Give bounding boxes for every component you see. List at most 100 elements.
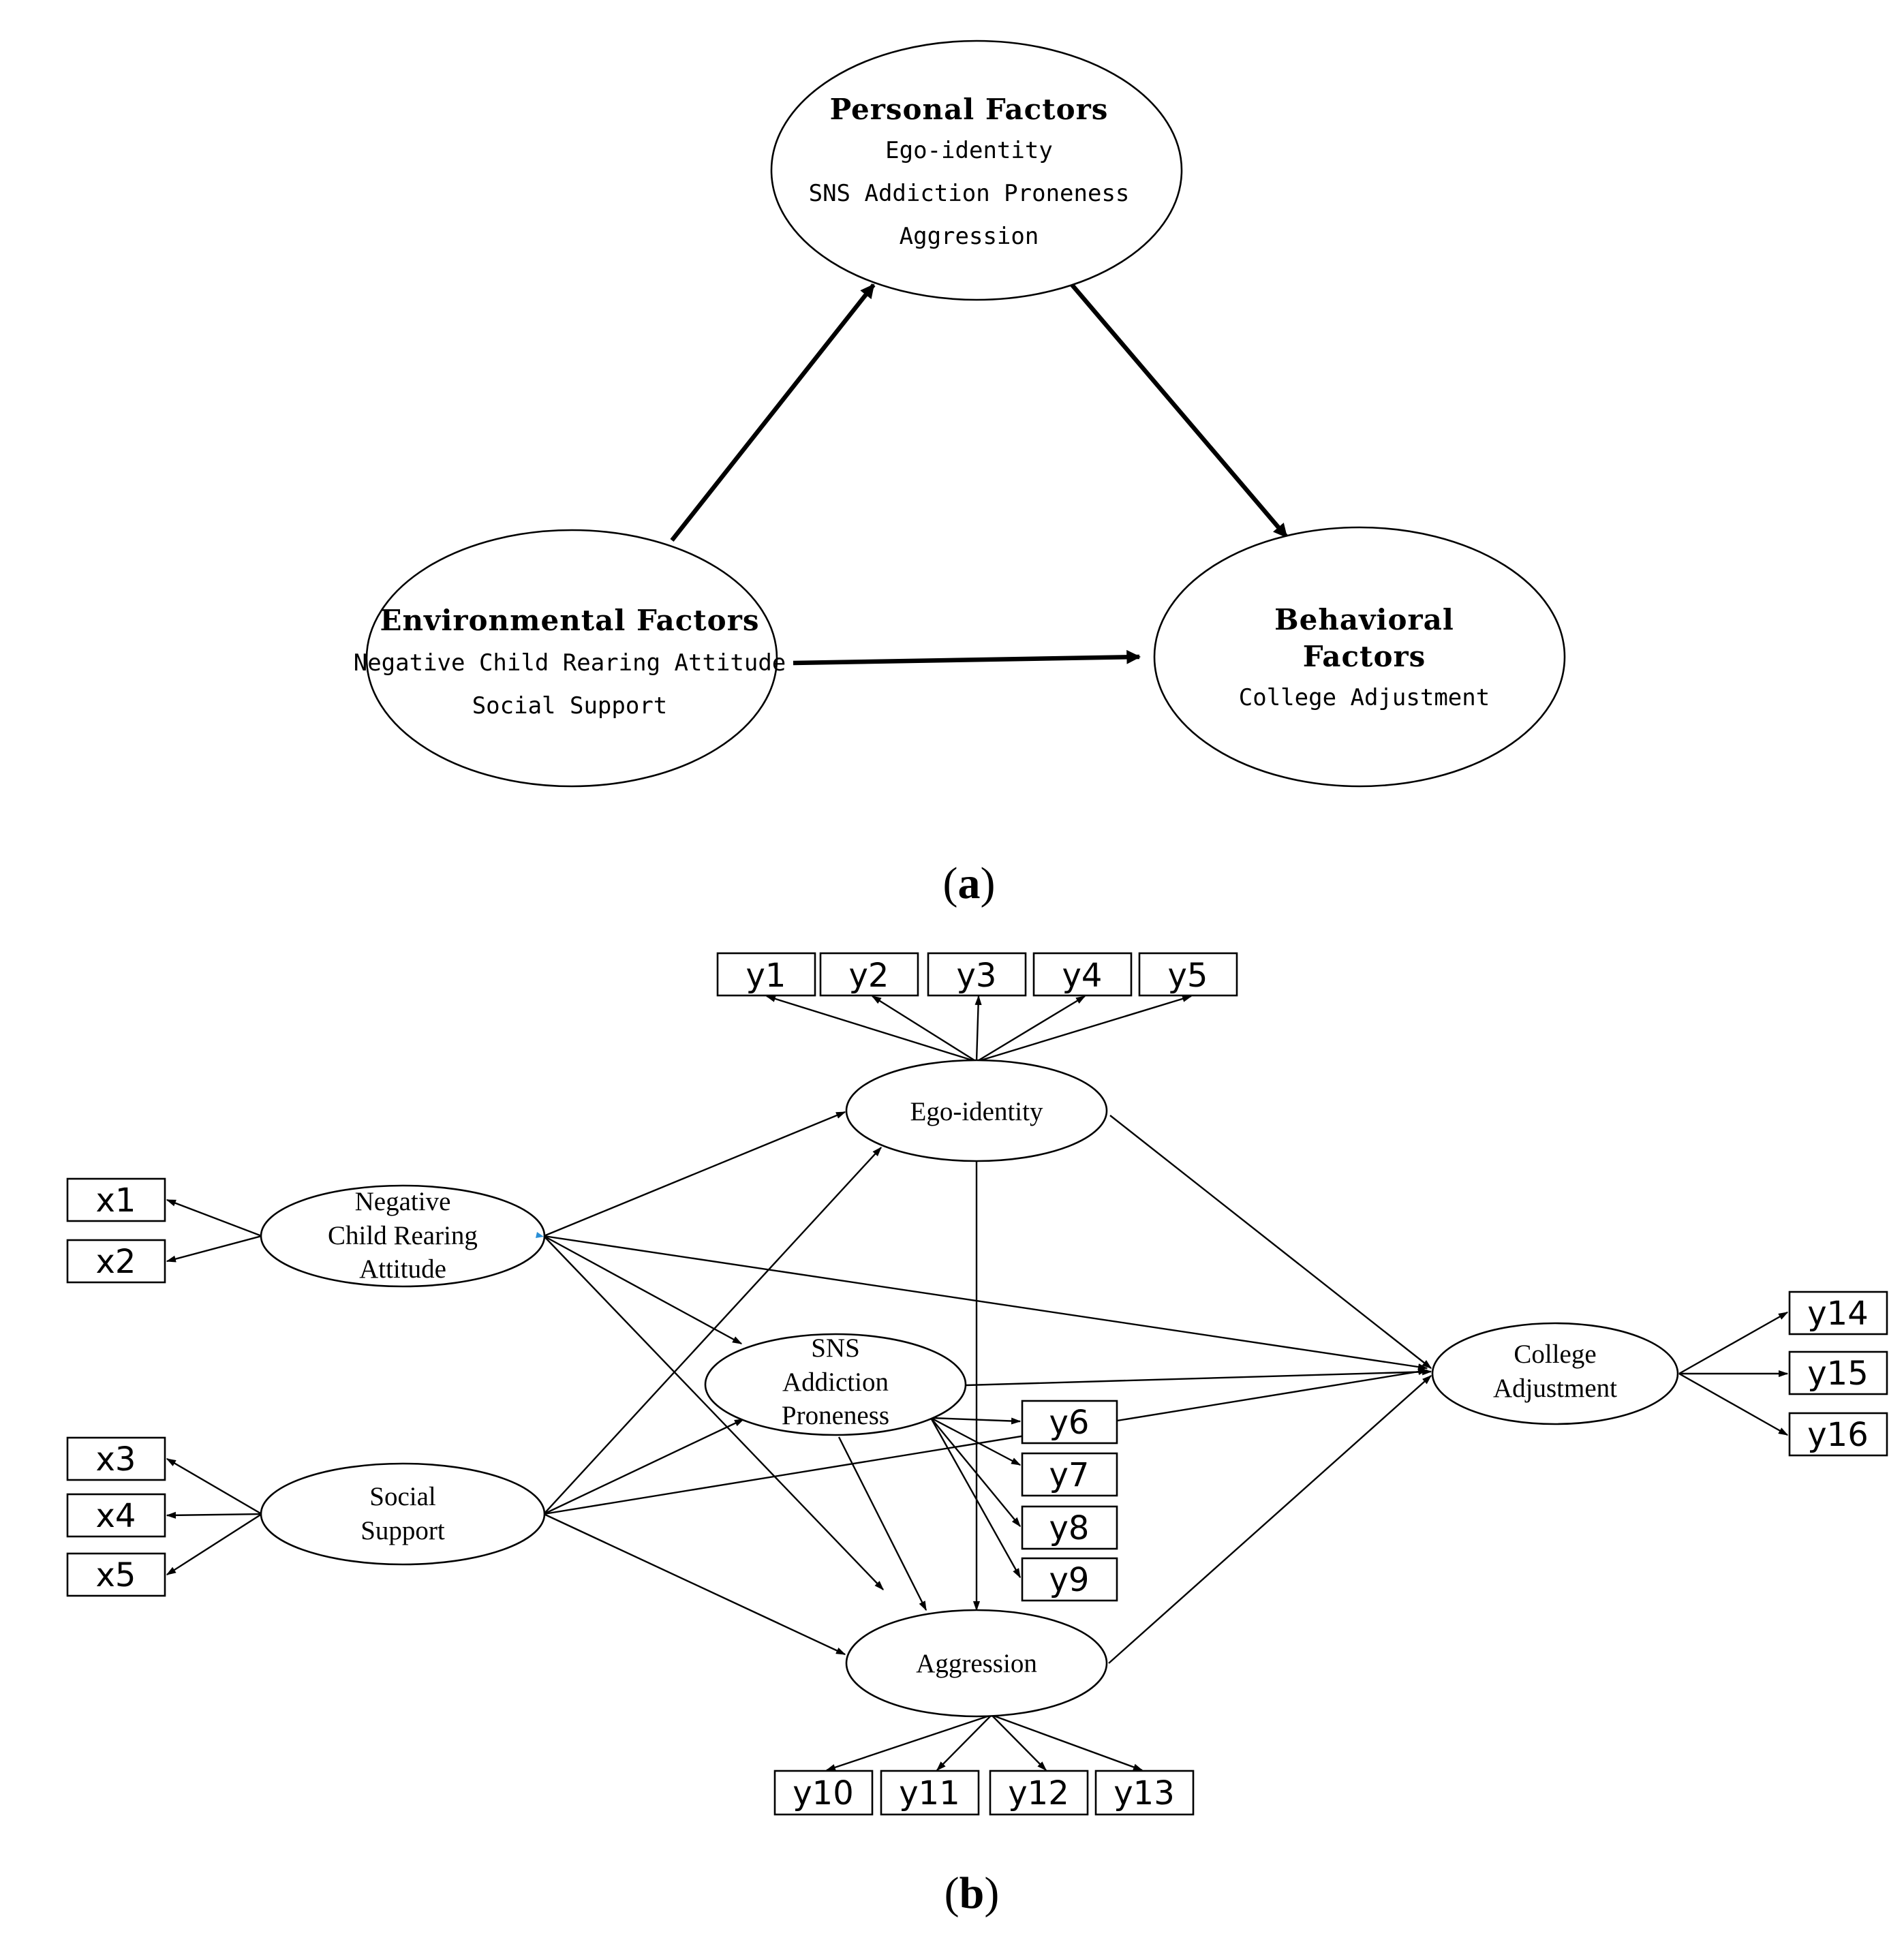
path-sns-to-aggression [838,1436,927,1611]
indicator-y8: y8 [1021,1505,1118,1550]
load-sns-y8 [930,1417,1021,1528]
behavioral-factors-title-line1: Behavioral [1274,603,1454,636]
indicator-y11-label: y11 [899,1774,959,1812]
load-college-y16 [1678,1372,1789,1436]
latent-sns-label-line1: SNS [811,1333,860,1363]
indicator-x4: x4 [66,1493,166,1538]
path-ncra-to-sns [543,1235,743,1345]
path-sns-to-college [966,1368,1432,1387]
environmental-item-social-support: Social Support [472,692,668,720]
indicator-y3: y3 [927,952,1027,997]
indicator-y7-label: y7 [1049,1456,1090,1494]
latent-aggression-label: Aggression [916,1649,1037,1678]
indicator-y5-label: y5 [1168,957,1208,995]
load-sns-y6 [930,1417,1022,1425]
indicator-y1-label: y1 [746,957,786,995]
blue-marker-glyph [536,1232,544,1238]
path-aggression-to-college [1108,1375,1432,1664]
latent-sns-label-line3: Proneness [782,1401,889,1430]
panel-a: Personal Factors Ego-identity SNS Addict… [354,40,1566,908]
indicator-y4: y4 [1032,952,1133,997]
indicator-y5: y5 [1138,952,1238,997]
environmental-item-ncra: Negative Child Rearing Attitude [354,649,786,677]
behavioral-factors-node: Behavioral Factors College Adjustment [1153,526,1566,788]
indicator-y6: y6 [1021,1400,1118,1445]
indicator-y1: y1 [716,952,816,997]
indicator-y14: y14 [1788,1291,1888,1335]
indicator-y15-label: y15 [1807,1355,1868,1393]
indicator-y16-label: y16 [1807,1416,1868,1454]
indicator-y10: y10 [773,1770,874,1816]
load-social-x4 [166,1511,262,1519]
indicator-y11: y11 [880,1770,980,1816]
latent-ego-identity: Ego-identity [845,1059,1108,1162]
latent-negative-child-rearing-attitude: Negative Child Rearing Attitude [260,1184,546,1288]
indicator-y7: y7 [1021,1452,1118,1497]
path-social-to-ego [543,1146,882,1515]
personal-item-sns: SNS Addiction Proneness [809,180,1130,207]
indicator-x3: x3 [66,1436,166,1481]
indicator-x4-label: x4 [96,1497,136,1535]
indicator-x5-label: x5 [96,1556,136,1594]
latent-college-label-line2: Adjustment [1493,1374,1617,1403]
indicator-x5: x5 [66,1552,166,1597]
indicator-y2: y2 [819,952,919,997]
load-aggression-y11 [936,1714,992,1772]
load-ego-y5 [976,995,1193,1063]
indicator-x2-label: x2 [96,1243,136,1281]
panel-b-caption: (b) [945,1868,1000,1918]
behavioral-item-college-adjustment: College Adjustment [1239,684,1490,711]
environmental-factors-title: Environmental Factors [380,604,760,637]
indicator-y10-label: y10 [793,1774,853,1812]
panel-a-caption: (a) [943,859,996,908]
indicator-y8-label: y8 [1049,1509,1090,1547]
indicator-y6-label: y6 [1049,1404,1090,1442]
indicator-y12: y12 [989,1770,1089,1816]
indicator-y3-label: y3 [957,957,997,995]
load-ego-y4 [976,995,1086,1063]
latent-ncra-label-line1: Negative [355,1187,451,1216]
load-sns-y7 [930,1417,1022,1466]
load-aggression-y12 [991,1714,1047,1772]
latent-ncra-label-line2: Child Rearing [328,1221,478,1250]
personal-factors-node: Personal Factors Ego-identity SNS Addict… [770,40,1183,301]
arrow-environmental-to-personal [670,283,876,542]
load-ego-y3 [974,995,982,1062]
latent-social-label-line1: Social [369,1482,436,1511]
path-ncra-to-college [543,1235,1428,1371]
load-ncra-x2 [166,1235,262,1263]
latent-sns-label-line2: Addiction [782,1368,889,1397]
indicator-y9-label: y9 [1049,1561,1090,1599]
panel-b: Ego-identity Negative Child Rearing Atti… [66,952,1888,1918]
load-aggression-y13 [991,1714,1143,1772]
indicator-y2-label: y2 [849,957,889,995]
indicator-y13-label: y13 [1114,1774,1174,1812]
personal-factors-title: Personal Factors [830,93,1109,126]
indicator-y14-label: y14 [1807,1295,1868,1333]
load-ncra-x1 [166,1199,262,1237]
load-college-y14 [1678,1311,1789,1375]
latent-aggression: Aggression [845,1609,1108,1718]
load-social-x5 [166,1513,262,1576]
indicator-y13: y13 [1094,1770,1195,1816]
path-social-to-aggression [543,1513,846,1656]
indicator-x2: x2 [66,1239,166,1284]
structural-paths [543,1111,1432,1664]
load-ego-y2 [871,995,977,1063]
measurement-paths [166,995,1789,1772]
path-social-to-sns [543,1418,745,1515]
indicator-y16: y16 [1788,1412,1888,1457]
indicator-y4-label: y4 [1062,957,1103,995]
latent-sns-addiction-proneness: SNS Addiction Proneness [704,1333,967,1436]
indicator-x3-label: x3 [96,1440,136,1479]
path-ncra-to-ego [543,1111,846,1237]
latent-ego-label: Ego-identity [910,1097,1043,1126]
path-ego-to-college [1109,1115,1432,1369]
path-social-to-college [543,1368,1428,1515]
latent-college-adjustment: College Adjustment [1431,1322,1679,1425]
latent-college-label-line1: College [1514,1340,1596,1369]
load-social-x3 [166,1457,262,1515]
load-sns-y9 [930,1417,1022,1579]
personal-item-aggression: Aggression [900,223,1039,250]
